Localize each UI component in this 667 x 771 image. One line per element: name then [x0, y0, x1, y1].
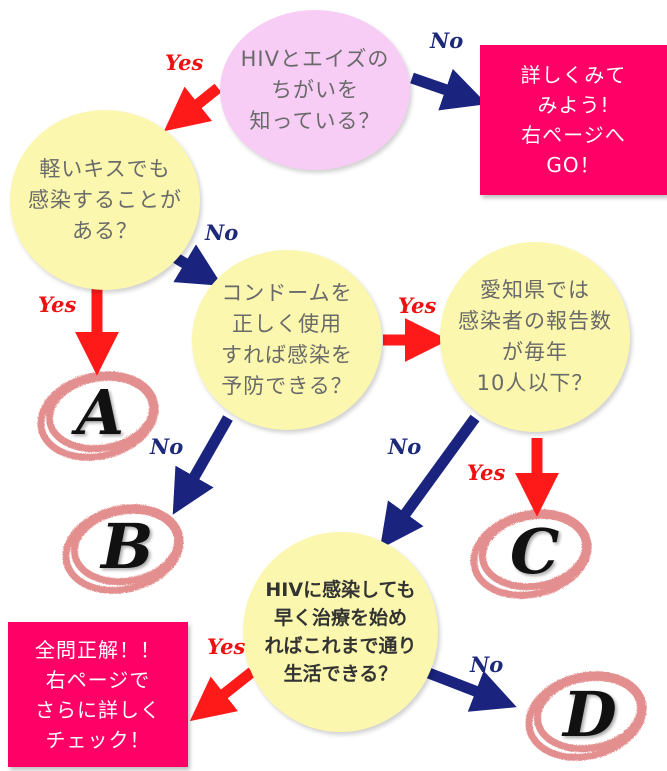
label-q3-yes: Yes: [398, 293, 437, 318]
result-c: C: [510, 515, 560, 588]
question-early-treatment: HIVに感染しても 早く治療を始め ればこれまで通り 生活できる？: [243, 532, 438, 732]
question-hiv-aids-difference: HIVとエイズの ちがいを 知っている？: [220, 10, 410, 170]
arrow-q1-yes: [163, 83, 222, 132]
arrow-q4-no: [379, 414, 480, 549]
box-all-correct: 全問正解！！ 右ページで さらに詳しく チェック！: [8, 622, 188, 767]
question-condom: コンドームを 正しく使用 すれば感染を 予防できる？: [192, 250, 382, 430]
arrow-q5-no: [424, 666, 517, 712]
ring-d: [524, 670, 646, 760]
label-q2-yes: Yes: [38, 292, 77, 317]
question-aichi-reports: 愛知県では 感染者の報告数 が毎年 10人以下？: [440, 242, 630, 432]
arrow-q5-yes: [189, 667, 256, 722]
arrow-q2-no: [173, 244, 223, 286]
label-q4-yes: Yes: [467, 460, 506, 485]
label-q4-no: No: [388, 434, 422, 459]
result-b: B: [101, 510, 154, 583]
label-q5-yes: Yes: [207, 634, 246, 659]
arrow-q3-no: [172, 415, 233, 515]
ring-b: [61, 503, 183, 593]
label-q1-yes: Yes: [165, 50, 204, 75]
label-q2-no: No: [205, 220, 239, 245]
label-q1-no: No: [430, 28, 464, 53]
label-q3-no: No: [150, 434, 184, 459]
arrow-q1-no: [410, 68, 488, 111]
box-go-right-page: 詳しくみて みよう! 右ページへ GO！: [480, 45, 667, 195]
ring-a: [36, 370, 158, 460]
label-q5-no: No: [470, 652, 504, 677]
result-d: D: [563, 678, 617, 751]
result-a: A: [76, 376, 125, 449]
question-light-kiss: 軽いキスでも 感染することが ある？: [10, 110, 200, 290]
